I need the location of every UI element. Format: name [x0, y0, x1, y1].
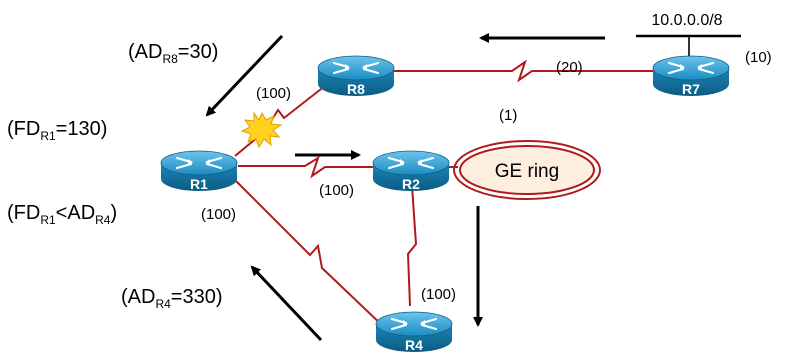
fc-subscript-r1: R1	[40, 213, 56, 227]
router-r7: R7	[651, 54, 731, 98]
fc-subscript-r4: R4	[95, 213, 111, 227]
link-r1-r2	[238, 155, 380, 179]
link-r1-r4	[232, 177, 386, 329]
fd-r1-subscript: R1	[40, 129, 56, 143]
router-label: R1	[190, 176, 208, 192]
router-r1: R1	[159, 149, 239, 193]
router-label: R7	[682, 81, 700, 97]
ad-r8-prefix: (AD	[128, 41, 162, 63]
annotation-ad-r8: (ADR8=30)	[128, 41, 218, 66]
links	[232, 34, 741, 329]
router-r8: R8	[316, 54, 396, 98]
link-r7-r8	[351, 59, 667, 83]
fc-suffix: )	[110, 202, 117, 224]
annotation-fd-r1: (FDR1=130)	[7, 118, 107, 143]
ad-r8-subscript: R8	[162, 52, 178, 66]
router-label: R2	[402, 176, 420, 192]
ge-ring: GE ring	[453, 140, 601, 200]
network-prefix: 10.0.0.0/8	[651, 12, 722, 29]
arrow-icon	[205, 34, 284, 117]
router-label: R8	[347, 81, 365, 97]
failure-burst-icon	[240, 111, 283, 149]
fc-middle: <AD	[56, 202, 95, 224]
annotation-feasibility-condition: (FDR1<ADR4)	[7, 202, 117, 227]
ad-r4-prefix: (AD	[121, 286, 155, 308]
annotation-ad-r4: (ADR4=330)	[121, 286, 223, 311]
link-cost-r8-r1: (100)	[256, 85, 291, 102]
fc-prefix: (FD	[7, 202, 40, 224]
arrows	[205, 33, 605, 342]
ring-cost: (1)	[499, 107, 517, 124]
link-cost-r7-r8: (20)	[556, 59, 583, 76]
router-r2: R2	[371, 149, 451, 193]
router-label: R4	[405, 337, 423, 353]
fd-r1-value: =130)	[56, 118, 108, 140]
link-cost-r1-r4: (100)	[201, 206, 236, 223]
arrow-icon	[250, 265, 323, 342]
ring-label: GE ring	[495, 161, 559, 182]
link-cost-r1-r2: (100)	[319, 182, 354, 199]
ad-r4-subscript: R4	[155, 297, 171, 311]
router-r4: R4	[374, 310, 454, 354]
ad-r4-value: =330)	[171, 286, 223, 308]
ad-r8-value: =30)	[178, 41, 219, 63]
link-cost-r2-r4: (100)	[421, 286, 456, 303]
link-r2-r4	[406, 185, 418, 307]
fd-r1-prefix: (FD	[7, 118, 40, 140]
network-cost: (10)	[745, 49, 772, 66]
